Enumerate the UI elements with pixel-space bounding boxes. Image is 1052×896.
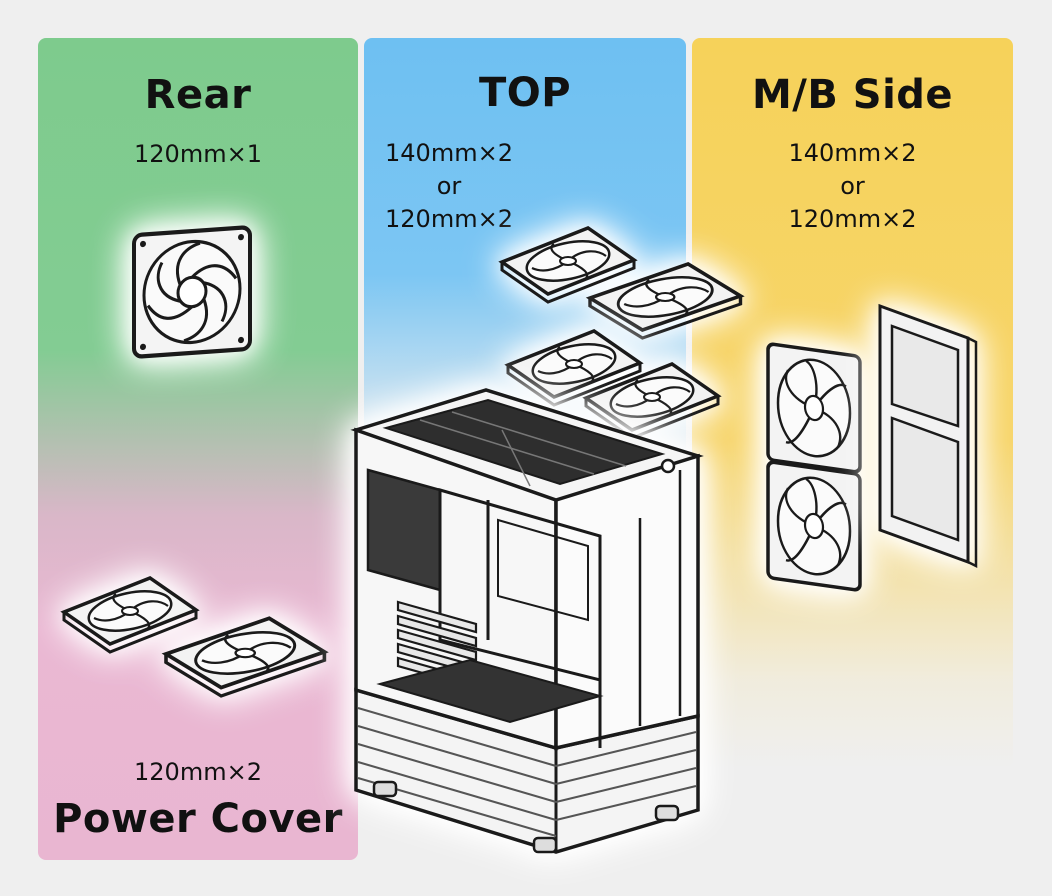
rear-spec: 120mm×1 <box>134 140 262 168</box>
rear-title: Rear <box>144 72 252 118</box>
top-spec-line-1: 140mm×2 <box>385 139 513 167</box>
power-cover-dual-fan-icon <box>62 576 324 696</box>
mb-side-spec-line-1: 140mm×2 <box>788 139 917 167</box>
top-dual-fan-icon <box>500 226 743 340</box>
rear-fan-icon <box>134 227 250 357</box>
power-cover-spec: 120mm×2 <box>134 758 262 786</box>
power-cover-title: Power Cover <box>53 796 343 842</box>
rear-zone-panel <box>38 38 358 860</box>
pc-case-icon <box>350 388 704 854</box>
mb-side-spec-line-2: or <box>840 172 865 200</box>
mb-side-title: M/B Side <box>751 72 954 118</box>
mb-side-spec-line-3: 120mm×2 <box>788 205 917 233</box>
top-spec-line-3: 120mm×2 <box>385 205 513 233</box>
fan-bracket-icon <box>878 303 978 569</box>
top-spec-line-2: or <box>436 172 462 200</box>
top-title: TOP <box>478 70 572 116</box>
mb-side-dual-fan-icon <box>766 341 862 593</box>
